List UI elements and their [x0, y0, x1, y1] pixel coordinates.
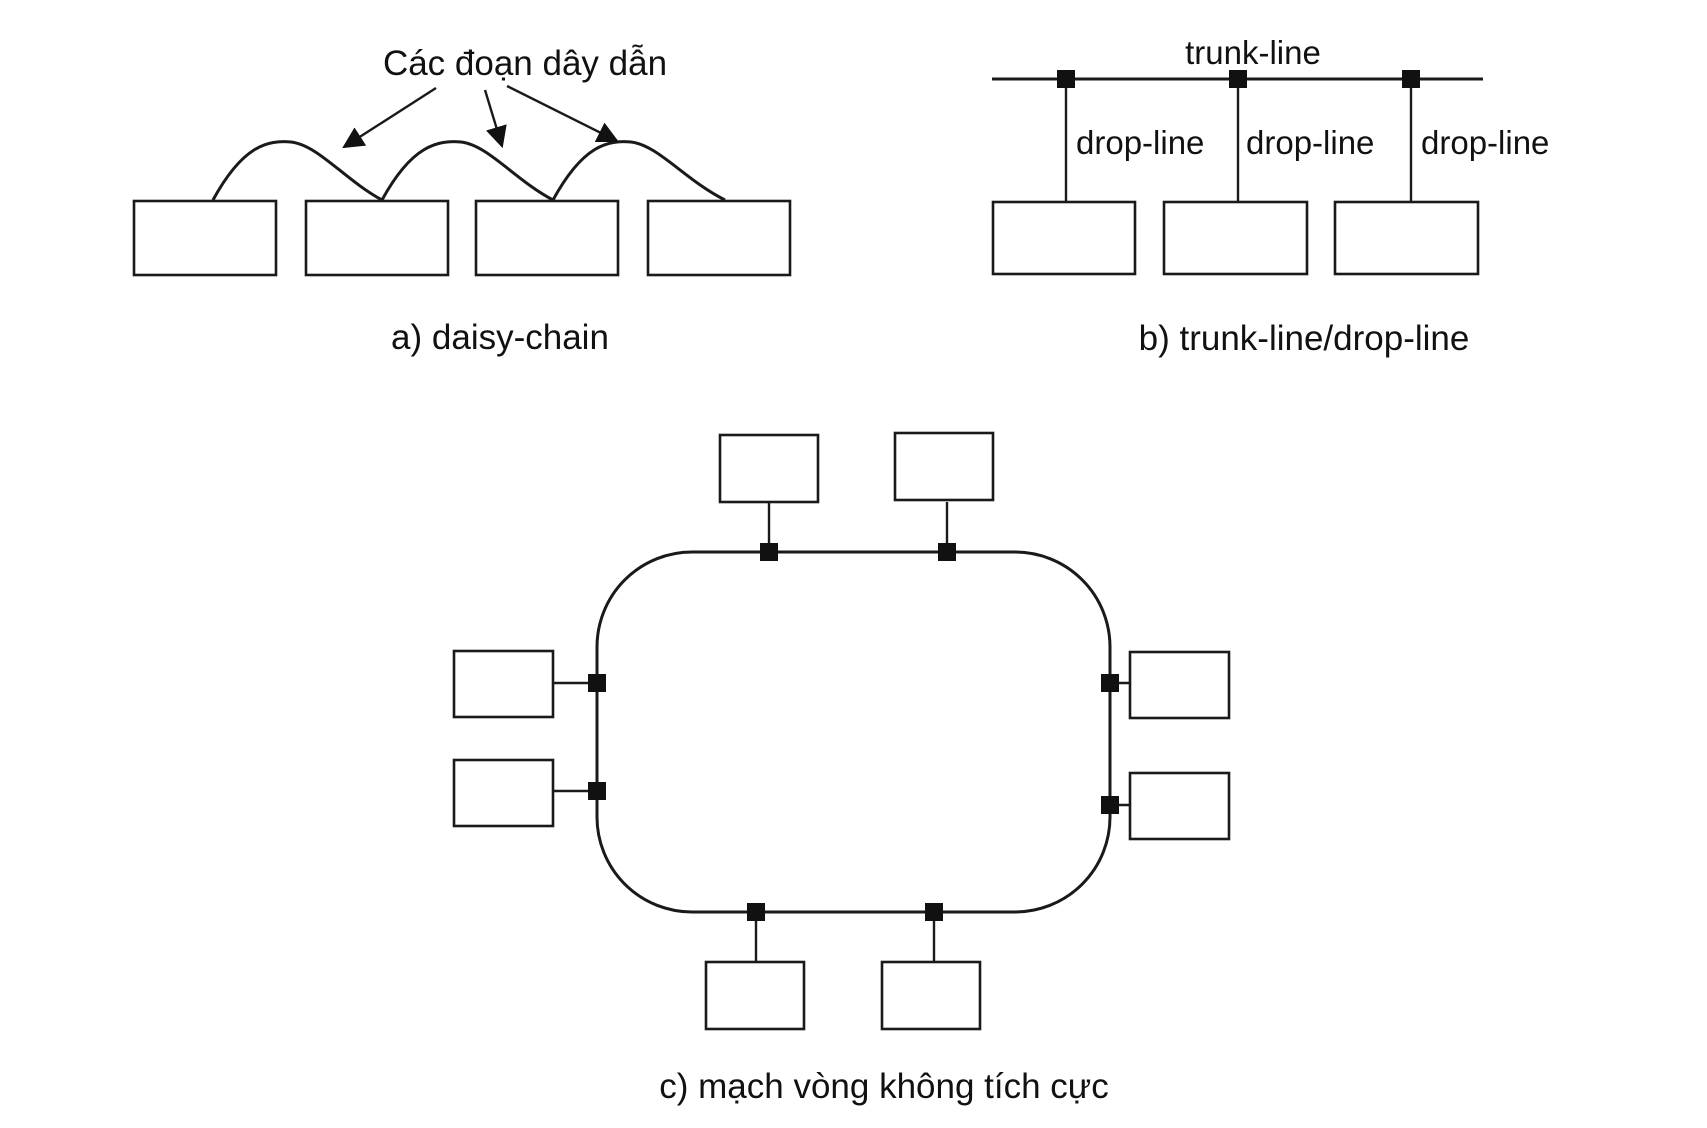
panel-b-caption: b) trunk-line/drop-line: [1139, 319, 1470, 358]
ring-node-bottom-1: [747, 903, 765, 921]
ring-node-top-2: [938, 543, 956, 561]
cable-segments-annotation: Các đoạn dây dẫn: [383, 44, 667, 83]
ring-device-bottom-2: [880, 960, 982, 1031]
ring-device-bottom-1: [704, 960, 806, 1031]
ring-device-top-2: [893, 431, 995, 502]
ring-device-left-1: [452, 649, 555, 719]
panel-b-trunk-drop: trunk-line drop-line drop-line drop-line…: [991, 34, 1549, 358]
cable-segment-1: [211, 140, 383, 202]
ring-node-right-2: [1101, 796, 1119, 814]
drop-line-label-2: drop-line: [1246, 124, 1374, 161]
ring-loop: [595, 550, 1112, 914]
trunk-line-label: trunk-line: [1185, 34, 1321, 71]
cable-segment-2: [380, 140, 554, 202]
ring-node-bottom-2: [925, 903, 943, 921]
tap-node-2: [1229, 70, 1247, 88]
drop-line-label-3: drop-line: [1421, 124, 1549, 161]
ring-device-top-1: [718, 433, 820, 504]
ring-device-left-2: [452, 758, 555, 828]
tap-node-1: [1057, 70, 1075, 88]
ring-node-top-1: [760, 543, 778, 561]
drop-line-label-1: drop-line: [1076, 124, 1204, 161]
ring-node-left-1: [588, 674, 606, 692]
daisy-chain-device-3: [474, 199, 620, 277]
panel-c-caption: c) mạch vòng không tích cực: [659, 1067, 1108, 1106]
annotation-arrow-3: [506, 84, 619, 143]
annotation-arrow-2: [483, 89, 507, 149]
ring-node-right-1: [1101, 674, 1119, 692]
ring-device-right-1: [1128, 650, 1231, 720]
trunk-device-1: [991, 200, 1137, 276]
annotation-arrow-1: [342, 86, 437, 149]
panel-a-daisy-chain: Các đoạn dây dẫn a) daisy-chain: [132, 44, 792, 357]
daisy-chain-device-4: [646, 199, 792, 277]
ring-node-left-2: [588, 782, 606, 800]
trunk-device-3: [1333, 200, 1480, 276]
trunk-device-2: [1162, 200, 1309, 276]
daisy-chain-device-1: [132, 199, 278, 277]
ring-device-right-2: [1128, 771, 1231, 841]
daisy-chain-device-2: [304, 199, 450, 277]
panel-c-passive-ring: c) mạch vòng không tích cực: [452, 431, 1231, 1106]
panel-a-caption: a) daisy-chain: [391, 318, 609, 357]
cable-segment-3: [551, 140, 726, 202]
tap-node-3: [1402, 70, 1420, 88]
